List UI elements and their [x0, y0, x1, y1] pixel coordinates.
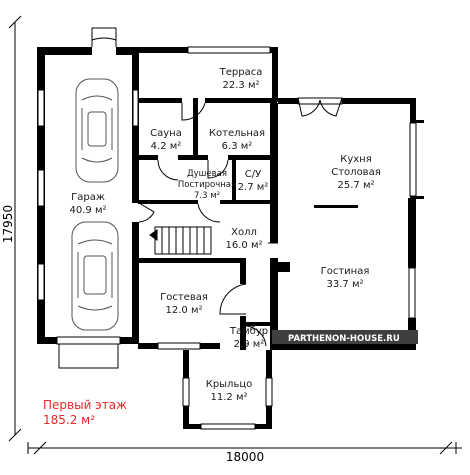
doors — [58, 27, 343, 369]
windows — [37, 46, 417, 430]
room-boiler-area: 6.3 м² — [222, 141, 253, 152]
room-boiler-name: Котельная — [209, 128, 265, 139]
room-shower-area: 7.3 м² — [194, 191, 220, 201]
floor-title: Первый этаж — [43, 398, 127, 412]
room-garage-area: 40.9 м² — [70, 205, 107, 216]
room-kitchen-name: Кухня — [340, 154, 372, 165]
room-sauna-name: Сауна — [150, 128, 182, 139]
room-vestibule-area: 2.9 м² — [234, 339, 265, 350]
room-labels: Терраса 22.3 м² Сауна 4.2 м² Котельная 6… — [70, 67, 381, 403]
interior-walls — [138, 98, 358, 350]
room-living-name: Гостиная — [321, 266, 370, 277]
room-porch-name: Крыльцо — [206, 379, 253, 390]
watermark: PARTHENON-HOUSE.RU — [272, 330, 418, 344]
outer-walls — [37, 47, 424, 429]
room-hall-area: 16.0 м² — [226, 240, 263, 251]
room-terrace-area: 22.3 м² — [223, 80, 260, 91]
car-icon — [75, 78, 119, 183]
dimension-width-label: 18000 — [226, 450, 264, 464]
room-shower-name: Душевая — [187, 169, 227, 179]
room-wc-area: 2.7 м² — [238, 182, 269, 193]
room-guest-name: Гостевая — [160, 292, 208, 303]
room-kitchen-area: 25.7 м² — [338, 180, 375, 191]
room-guest-area: 12.0 м² — [166, 305, 203, 316]
watermark-text: PARTHENON-HOUSE.RU — [288, 334, 400, 344]
room-terrace-name: Терраса — [219, 67, 263, 78]
dimension-height-label: 17950 — [1, 205, 15, 243]
room-living-area: 33.7 м² — [327, 279, 364, 290]
room-shower-name2: Постирочная — [178, 180, 236, 190]
dimension-lines — [8, 15, 462, 455]
car-icon — [71, 221, 119, 331]
stairs — [149, 226, 212, 255]
room-sauna-area: 4.2 м² — [151, 141, 182, 152]
room-wc-name: С/У — [245, 169, 261, 180]
room-kitchen-name2: Столовая — [331, 167, 380, 178]
room-hall-name: Холл — [231, 227, 257, 238]
room-garage-name: Гараж — [71, 192, 105, 203]
room-porch-area: 11.2 м² — [211, 392, 248, 403]
floor-area: 185.2 м² — [43, 413, 95, 427]
room-vestibule-name: Тамбур — [229, 326, 268, 337]
